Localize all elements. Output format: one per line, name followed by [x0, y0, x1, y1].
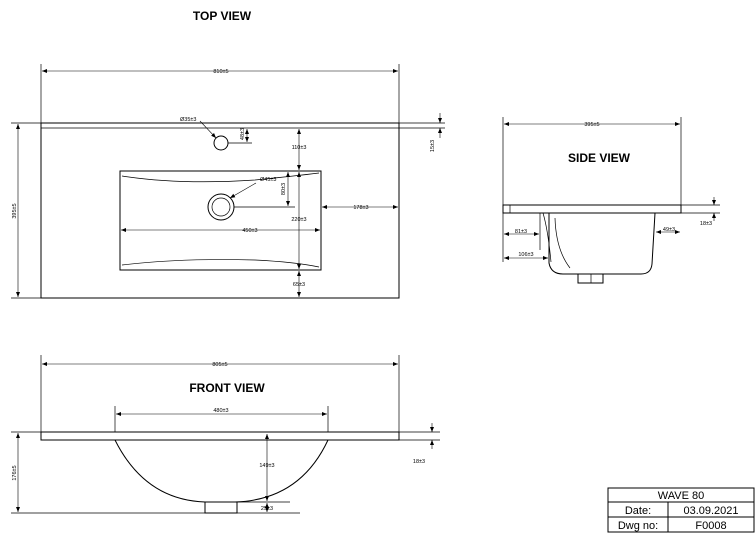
- front-bowl-curve: [114, 439, 329, 503]
- waste-offset-label: 80±3: [281, 183, 287, 195]
- top-width-label: 810±5: [213, 69, 228, 75]
- front-width-label: 805±5: [212, 362, 227, 368]
- title-block-dwg-label: Dwg no:: [618, 520, 658, 532]
- top-ledge-label: 15±3: [430, 140, 436, 152]
- tap-hole-label: Ø35±3: [180, 117, 196, 123]
- waste-inner: [211, 197, 231, 217]
- top-outline: [40, 122, 400, 299]
- waste-label: Ø45±3: [260, 177, 276, 183]
- side-waste: [577, 273, 604, 284]
- top-depth-label: 395±5: [12, 203, 18, 218]
- top-view-title: TOP VIEW: [193, 9, 252, 23]
- bowl-to-back-label: 110±3: [292, 145, 307, 151]
- title-block-date-label: Date:: [625, 505, 651, 517]
- top-bowl-outline: [119, 170, 322, 271]
- title-block-date-value: 03.09.2021: [683, 505, 738, 517]
- front-bowl-width-label: 480±3: [213, 408, 228, 414]
- side-thickness-label: 18±3: [700, 221, 712, 227]
- front-height-label: 176±5: [12, 465, 18, 480]
- bowl-to-front-label: 65±3: [293, 282, 305, 288]
- side-view: SIDE VIEW 395±5 18±3 81±3 106±3 49±3: [502, 117, 720, 284]
- front-view-title: FRONT VIEW: [189, 381, 265, 395]
- front-view: FRONT VIEW 805±5 480±3 176±5 149±3 25±3: [11, 355, 440, 514]
- side-81-label: 81±3: [515, 229, 527, 235]
- bowl-width-label: 450±3: [242, 228, 257, 234]
- side-depth-label: 395±5: [584, 122, 599, 128]
- front-waste-height-label: 25±3: [261, 506, 273, 512]
- side-slab: [502, 204, 682, 214]
- title-block-name: WAVE 80: [658, 490, 704, 502]
- title-block: WAVE 80 Date: 03.09.2021 Dwg no: F0008: [607, 487, 755, 533]
- front-waste: [204, 501, 238, 514]
- bowl-to-side-label: 178±3: [353, 205, 368, 211]
- side-106-label: 106±3: [518, 252, 533, 258]
- tap-offset-label: 48±3: [240, 128, 246, 140]
- side-49-label: 49±3: [663, 227, 675, 233]
- front-slab: [40, 431, 400, 441]
- title-block-dwg-value: F0008: [695, 520, 726, 532]
- bowl-depth-label: 220±3: [291, 217, 306, 223]
- front-thickness-label: 18±3: [413, 459, 425, 465]
- front-bowl-height-label: 149±3: [259, 463, 274, 469]
- top-view: TOP VIEW 810±5 395±5 15±3 Ø35±3 48±3: [11, 9, 445, 299]
- side-bowl: [548, 212, 656, 275]
- tap-hole: [213, 135, 229, 151]
- side-view-title: SIDE VIEW: [568, 151, 631, 165]
